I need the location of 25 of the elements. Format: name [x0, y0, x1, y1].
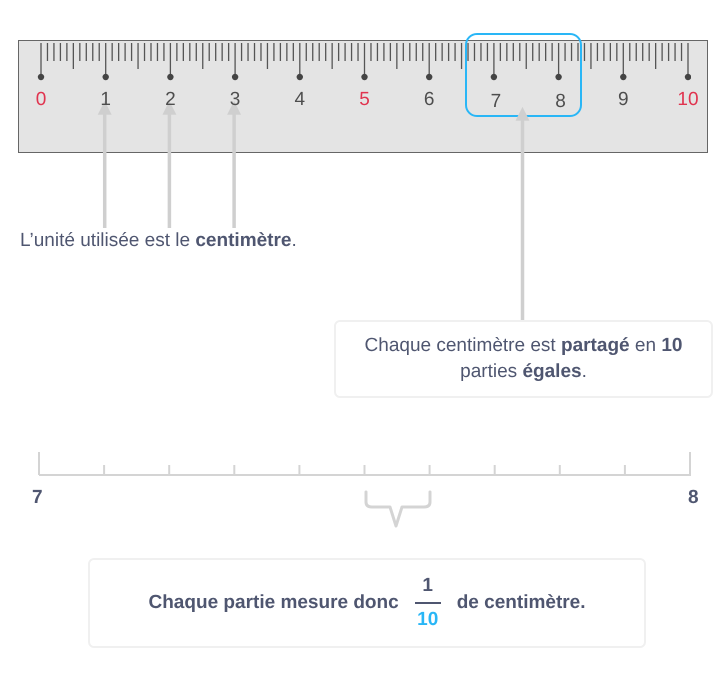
ruler-number: 9	[607, 87, 640, 111]
note-text: Chaque partie mesure donc	[148, 590, 399, 615]
ruler-number: 5	[348, 87, 380, 111]
ruler-number: 7	[480, 89, 512, 113]
numerator: 1	[422, 574, 433, 598]
arrow	[162, 100, 176, 228]
ruler-number: 10	[672, 87, 704, 111]
highlight-frame	[465, 33, 582, 117]
note-text: de centimètre.	[456, 590, 586, 615]
ruler-number: 3	[219, 87, 252, 111]
arrow	[516, 106, 530, 320]
note-card	[88, 558, 646, 648]
ruler-number: 2	[154, 87, 186, 111]
denominator: 10	[417, 608, 438, 632]
number-line-label: 8	[688, 486, 699, 510]
sentence: L’unité utilisée est le centimètre.	[20, 228, 410, 256]
note-card: Chaque centimètre est partagé en 10 parties égales.	[334, 320, 713, 398]
ruler-number: 6	[413, 87, 446, 111]
ruler-number: 4	[284, 87, 316, 111]
arrow	[98, 100, 112, 228]
ruler-number: 1	[90, 87, 122, 111]
number-line-label: 7	[32, 486, 43, 510]
ruler-number: 0	[25, 87, 57, 111]
arrow	[227, 100, 242, 228]
ruler-number: 8	[544, 89, 577, 113]
